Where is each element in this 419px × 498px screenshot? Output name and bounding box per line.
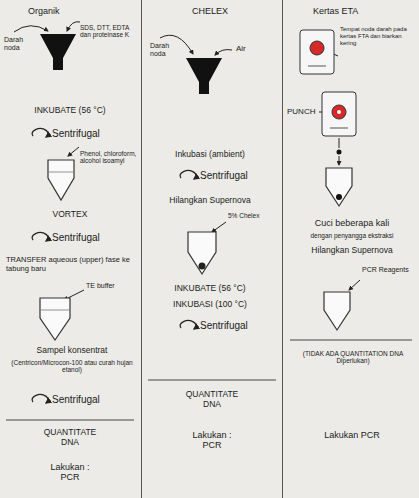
step-label: INKUBASI (100 °C) [150,300,270,310]
step-label: Darah noda [150,42,182,58]
step-label: SDS, DTT, EDTA dan proteinase K [80,24,138,39]
step-label: Sentrifugal [200,170,278,182]
sample-tube [40,34,76,70]
step-label: QUANTITATE DNA [177,390,247,410]
column-heading: Organik [0,0,141,16]
step-label: Sentrifugal [200,320,278,332]
step-label: INKUBATE (56 °C) [10,106,130,116]
column-heading: CHELEX [142,0,282,16]
tube [40,160,352,340]
step-label: (TIDAK ADA QUANTITATION DNA Diperlukan) [292,350,414,365]
fta-card [300,30,356,136]
step-label: Lakukan : PCR [182,430,242,451]
step-label: TE buffer [86,282,138,290]
step-label: Inkubasi (ambient) [150,150,270,160]
step-label: Sentrifugal [52,232,136,244]
column-heading: Kertas ETA [283,0,419,16]
method-column: Organik [0,0,142,498]
step-label: Air [236,44,276,53]
step-label: Phenol, chloroform, alcohol isoamyl [80,150,138,165]
step-label: Hilangkan Supernova [150,196,270,206]
step-label: Cuci beberapa kali [290,218,414,228]
step-label: Hilangkan Supernova [290,246,414,256]
step-label: PCR Reagents [362,266,414,274]
step-label: INKUBATE (56 °C) [150,284,270,294]
step-label: PUNCH [287,107,319,116]
step-label: dengan penyangga ekstraksi [290,232,414,239]
step-label: Sentrifugal [52,394,136,406]
step-label: (Centricon/Microcon-100 atau curah hujan… [8,359,136,374]
step-label: Sentrifugal [52,128,136,140]
step-label: Lakukan PCR [322,430,382,440]
step-label: Lakukan : PCR [40,462,100,483]
step-label: Darah noda [4,36,34,52]
sample-tube [186,58,222,94]
step-label: TRANSFER aqueous (upper) fase ke tabung … [6,256,138,273]
step-label: Sampel konsentrat [8,346,136,356]
step-label: VORTEX [10,210,130,220]
step-label: 5% Chelex [228,212,276,219]
method-column: CHELEX [142,0,283,498]
step-label: Tempat noda darah pada kertas FTA dan bi… [340,26,416,47]
step-label: QUANTITATE DNA [35,428,105,448]
